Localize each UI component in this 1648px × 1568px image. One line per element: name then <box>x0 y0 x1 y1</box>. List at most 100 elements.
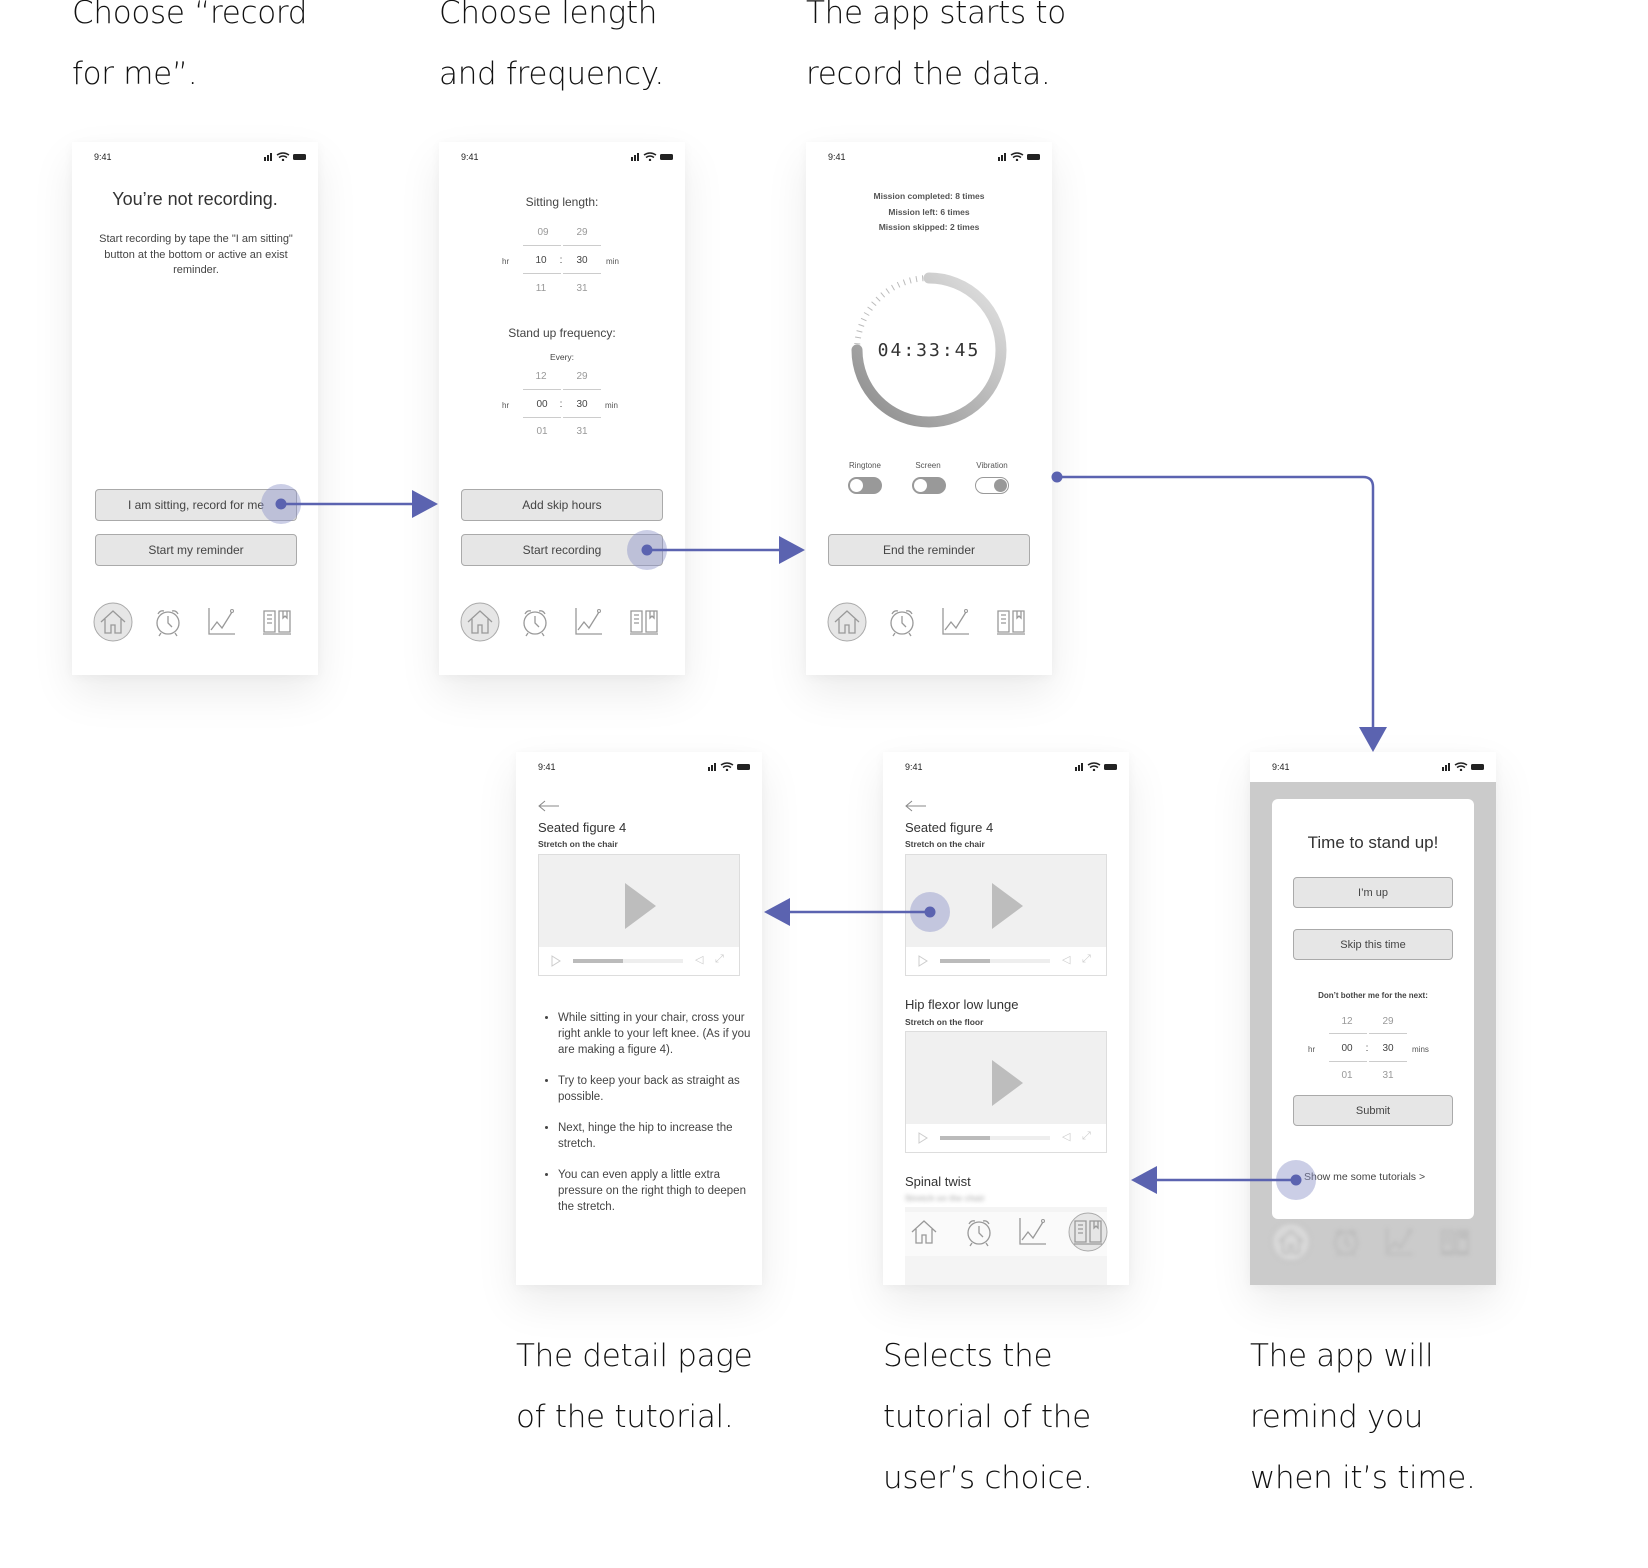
timer-tick <box>860 317 867 322</box>
divider <box>523 245 561 246</box>
caption-line: for me”. <box>72 56 198 92</box>
status-icons <box>264 152 306 161</box>
video-progress-bar[interactable] <box>940 959 1050 963</box>
picker-min-next: 31 <box>576 426 588 437</box>
tab-tutorials[interactable] <box>257 602 297 642</box>
tab-chart[interactable] <box>569 602 609 642</box>
caption-line: tutorial of the <box>883 1399 1091 1435</box>
status-time: 9:41 <box>1272 762 1290 772</box>
instruction-item: You can even apply a little extra pressu… <box>558 1167 752 1215</box>
tutorial-title[interactable]: Spinal twist <box>905 1174 971 1189</box>
timer-tick <box>896 281 901 288</box>
tutorial-subtitle: Stretch on the chair <box>905 839 985 849</box>
tab-home[interactable] <box>827 602 867 642</box>
book-icon <box>263 610 291 635</box>
book-icon <box>1441 1230 1469 1255</box>
play-icon[interactable] <box>625 883 657 929</box>
fullscreen-icon[interactable]: ⤢ <box>1082 1130 1091 1142</box>
picker-min[interactable]: 30 <box>1382 1043 1394 1054</box>
timer-progress-arc <box>851 272 1007 428</box>
video-player[interactable]: ◁ ⤢ <box>905 1031 1107 1153</box>
video-progress-bar[interactable] <box>940 1136 1050 1140</box>
tab-alarm[interactable] <box>959 1212 999 1252</box>
small-play-icon[interactable] <box>918 955 928 967</box>
screen-tutorial-list: 9:41 Seated figure 4 Stretch on the chai… <box>883 752 1129 1285</box>
ringtone-toggle[interactable] <box>848 477 882 494</box>
tab-alarm[interactable] <box>882 602 922 642</box>
picker-hr[interactable]: 10 <box>535 255 547 266</box>
fullscreen-icon[interactable]: ⤢ <box>715 953 724 965</box>
small-play-icon[interactable] <box>918 1132 928 1144</box>
divider <box>523 417 561 418</box>
play-icon[interactable] <box>992 883 1024 929</box>
dont-bother-label: Don’t bother me for the next: <box>1318 991 1428 1000</box>
alert-title: Time to stand up! <box>1307 833 1439 852</box>
video-player[interactable]: ◁ ⤢ <box>538 854 740 976</box>
screen-recording: 9:41 Mission completed: 8 times Mission … <box>806 142 1052 675</box>
picker-hr[interactable]: 00 <box>1341 1043 1353 1054</box>
timer-tick <box>858 323 865 327</box>
status-icons <box>1075 762 1117 771</box>
status-icons <box>708 762 750 771</box>
volume-icon[interactable]: ◁ <box>695 954 704 966</box>
picker-hr[interactable]: 00 <box>536 399 548 410</box>
submit-button[interactable]: Submit <box>1293 1095 1453 1126</box>
flow-dot <box>924 906 936 918</box>
volume-icon[interactable]: ◁ <box>1062 954 1071 966</box>
flow-dot <box>1051 471 1063 483</box>
tab-chart[interactable] <box>202 602 242 642</box>
tab-tutorials[interactable] <box>1068 1212 1108 1252</box>
back-arrow-icon[interactable] <box>905 800 927 812</box>
tab-chart[interactable] <box>936 602 976 642</box>
book-icon <box>1068 1212 1108 1252</box>
screen-toggle[interactable] <box>912 477 946 494</box>
divider <box>1369 1033 1407 1034</box>
start-reminder-button[interactable]: Start my reminder <box>95 534 297 566</box>
picker-min[interactable]: 30 <box>576 399 588 410</box>
min-unit: min <box>605 401 618 410</box>
tab-home[interactable] <box>460 602 500 642</box>
min-unit: mins <box>1412 1045 1429 1054</box>
show-tutorials-link[interactable]: Show me some tutorials > <box>1304 1171 1426 1183</box>
timer-ring <box>851 272 1007 428</box>
flow-dot <box>641 544 653 556</box>
fullscreen-icon[interactable]: ⤢ <box>1082 953 1091 965</box>
hr-unit: hr <box>502 401 510 410</box>
instruction-item: While sitting in your chair, cross your … <box>558 1010 752 1058</box>
start-recording-button[interactable]: Start recording <box>461 534 663 566</box>
play-icon[interactable] <box>992 1060 1024 1106</box>
book-icon <box>997 610 1025 635</box>
tab-bar-background <box>1250 1222 1496 1266</box>
vibration-toggle[interactable] <box>975 477 1009 494</box>
tutorial-title[interactable]: Seated figure 4 <box>905 820 994 835</box>
record-for-me-button[interactable]: I am sitting, record for me <box>95 489 297 521</box>
tab-home[interactable] <box>904 1212 944 1252</box>
tab-alarm[interactable] <box>148 602 188 642</box>
picker-hr-prev: 12 <box>535 371 547 382</box>
skip-this-time-button[interactable]: Skip this time <box>1293 929 1453 960</box>
caption-line: user’s choice. <box>883 1460 1093 1496</box>
tab-chart[interactable] <box>1013 1212 1053 1252</box>
chart-icon <box>208 608 235 635</box>
timer-tick <box>871 301 877 307</box>
tab-tutorials[interactable] <box>991 602 1031 642</box>
video-player[interactable]: ◁ ⤢ <box>905 854 1107 976</box>
mission-skipped: Mission skipped: 2 times <box>878 222 980 232</box>
end-reminder-button[interactable]: End the reminder <box>828 534 1030 566</box>
small-play-icon[interactable] <box>551 955 561 967</box>
volume-icon[interactable]: ◁ <box>1062 1131 1071 1143</box>
video-progress-bar[interactable] <box>573 959 683 963</box>
add-skip-hours-button[interactable]: Add skip hours <box>461 489 663 521</box>
tab-home[interactable] <box>93 602 133 642</box>
alarm-icon <box>156 610 180 637</box>
tab-alarm[interactable] <box>515 602 555 642</box>
picker-min[interactable]: 30 <box>576 255 588 266</box>
picker-hr-prev: 12 <box>1341 1016 1353 1027</box>
im-up-button[interactable]: I’m up <box>1293 877 1453 908</box>
home-icon <box>93 602 133 642</box>
back-arrow-icon[interactable] <box>538 800 560 812</box>
tab-tutorials[interactable] <box>624 602 664 642</box>
tutorial-title[interactable]: Hip flexor low lunge <box>905 997 1019 1012</box>
timer-tick <box>875 296 881 302</box>
